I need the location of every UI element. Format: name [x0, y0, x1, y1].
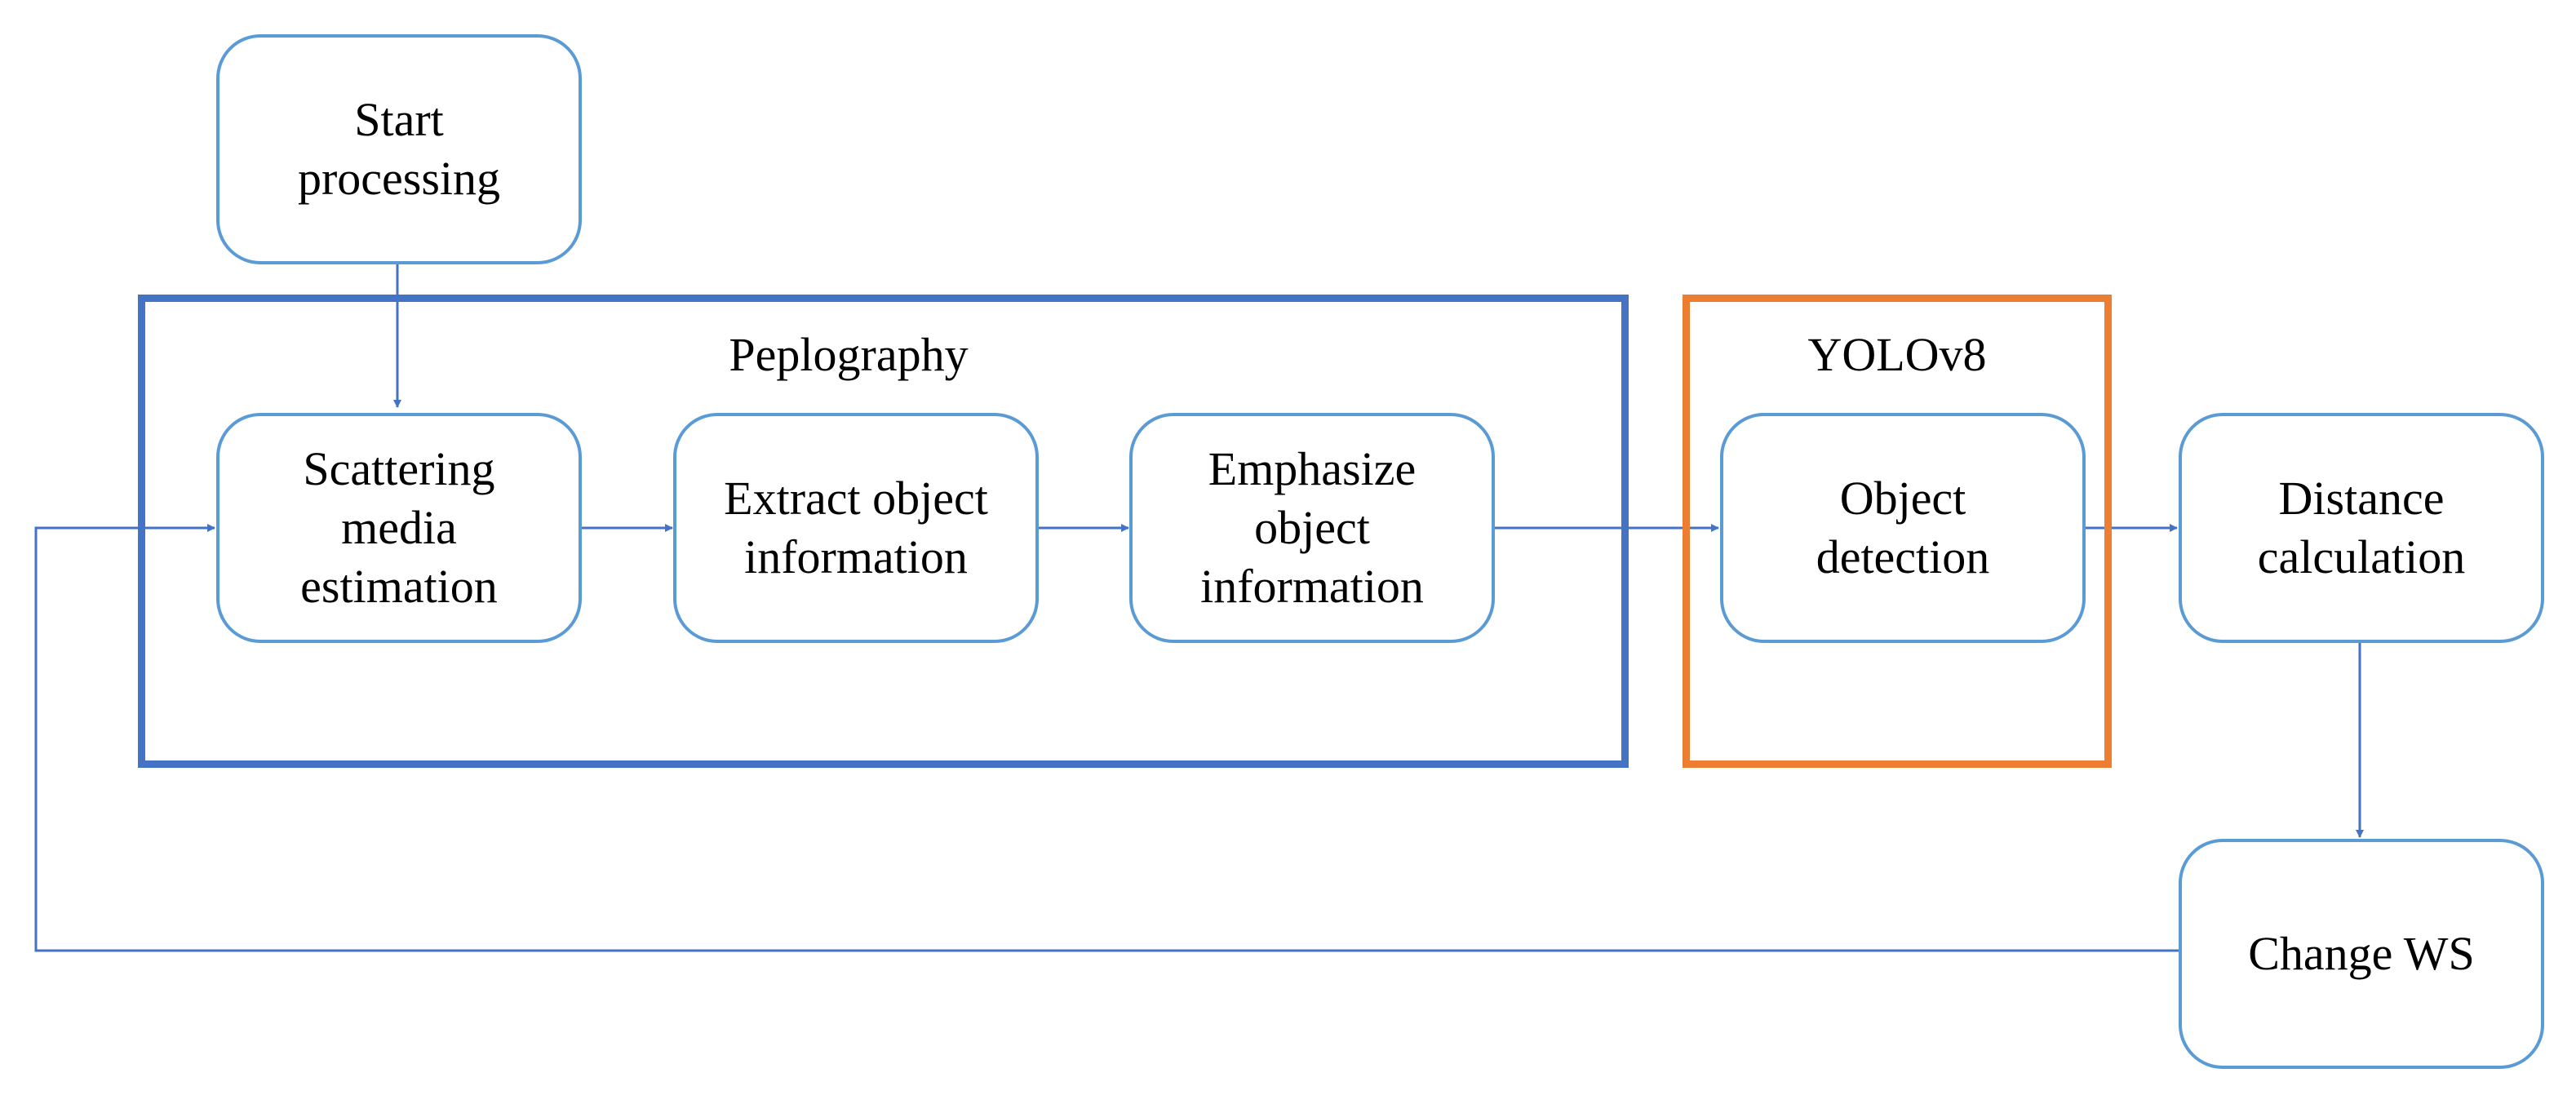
node-scattering-media-estimation: Scattering media estimation — [216, 413, 582, 643]
node-emphasize-object-information: Emphasize object information — [1129, 413, 1495, 643]
node-distance-calculation: Distance calculation — [2179, 413, 2544, 643]
peplography-group — [138, 295, 1629, 768]
node-extract-object-information: Extract object information — [673, 413, 1039, 643]
node-change-ws: Change WS — [2179, 839, 2544, 1069]
arrow-change-ws-feedback-loop — [34, 524, 2179, 952]
yolov8-group — [1683, 295, 2112, 768]
node-start-processing: Start processing — [216, 34, 582, 264]
node-object-detection: Object detection — [1720, 413, 2086, 643]
peplography-group-label: Peplography — [729, 328, 969, 381]
yolov8-group-label: YOLOv8 — [1807, 328, 1987, 381]
